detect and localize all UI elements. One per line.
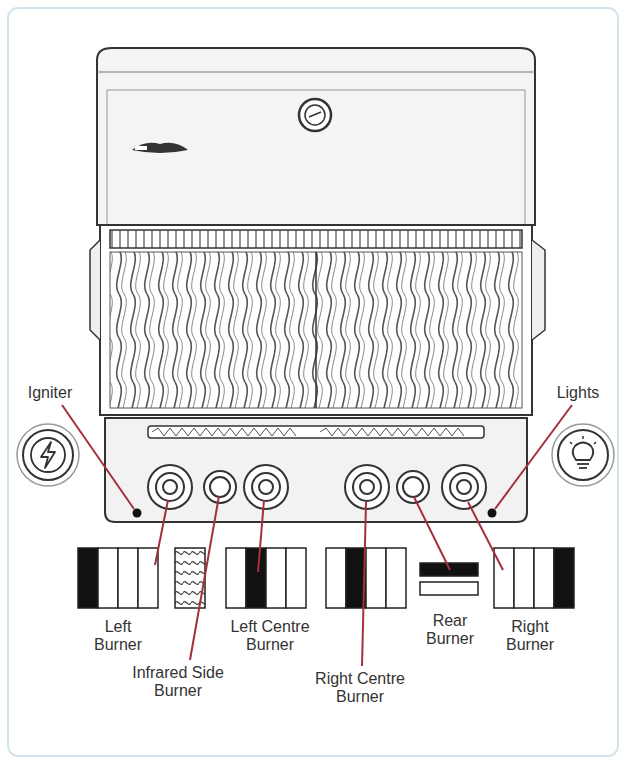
grill-lid (97, 48, 535, 225)
lights-icon (552, 424, 614, 486)
part-label: Infrared Side Burner (128, 664, 228, 700)
part-label: Igniter (5, 384, 95, 402)
frame-border (8, 8, 618, 756)
igniter-button (133, 509, 142, 518)
part-label: Right Burner (500, 618, 560, 654)
part-label: Left Centre Burner (220, 618, 320, 654)
burner-diagrams (78, 548, 574, 608)
light-button (488, 509, 497, 518)
part-label: Rear Burner (420, 612, 480, 648)
leader-lines (62, 405, 572, 666)
cooking-grates (90, 225, 545, 415)
part-label: Left Burner (88, 618, 148, 654)
control-panel (105, 418, 527, 522)
part-label: Lights (538, 384, 618, 402)
part-label: Right Centre Burner (300, 670, 420, 706)
igniter-icon (17, 424, 79, 486)
